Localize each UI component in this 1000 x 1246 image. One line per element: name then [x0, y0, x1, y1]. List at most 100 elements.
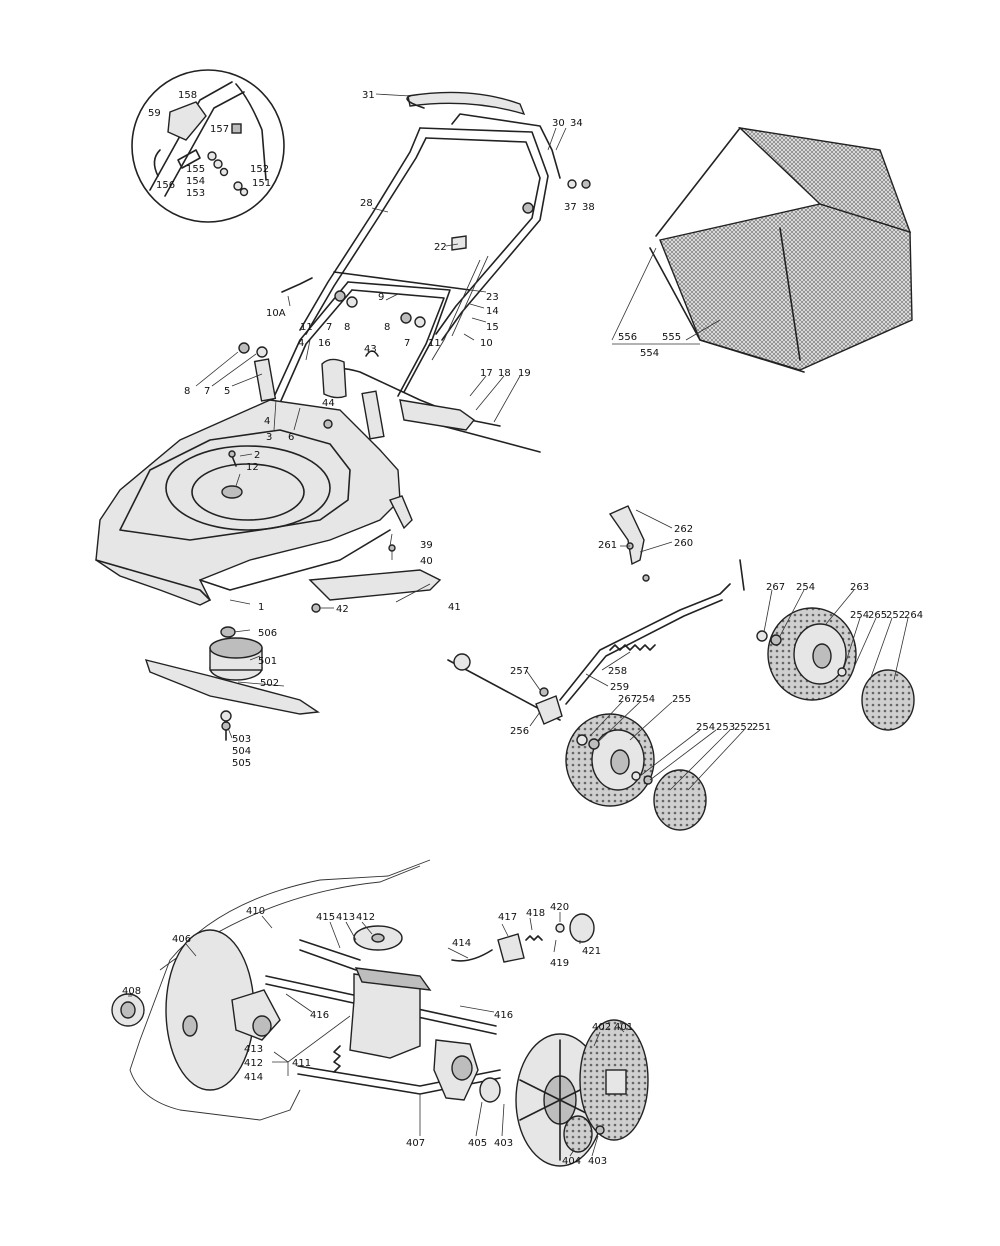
label-30: 30	[552, 118, 565, 129]
wheel-assembly	[447, 505, 915, 831]
label-408: 408	[122, 986, 141, 997]
label-59: 59	[148, 108, 161, 119]
label-254d: 254	[696, 722, 715, 733]
label-261: 261	[598, 540, 617, 551]
label-8a: 8	[344, 322, 350, 333]
label-37: 37	[564, 202, 577, 213]
label-251: 251	[752, 722, 771, 733]
label-411: 411	[292, 1058, 311, 1069]
label-41: 41	[448, 602, 461, 613]
grass-bag	[649, 126, 913, 373]
label-263: 263	[850, 582, 869, 593]
label-262: 262	[674, 524, 693, 535]
label-255: 255	[672, 694, 691, 705]
label-267a: 267	[766, 582, 785, 593]
label-19: 19	[518, 368, 531, 379]
label-401: 401	[614, 1022, 633, 1033]
label-412a: 412	[356, 912, 375, 923]
label-39: 39	[420, 540, 433, 551]
label-42: 42	[336, 604, 349, 615]
label-22: 22	[434, 242, 447, 253]
label-506: 506	[258, 628, 277, 639]
label-1: 1	[258, 602, 264, 613]
label-259: 259	[610, 682, 629, 693]
label-7b: 7	[404, 338, 410, 349]
label-413b: 413	[244, 1044, 263, 1055]
label-157: 157	[210, 124, 229, 135]
label-5: 5	[224, 386, 230, 397]
label-505: 505	[232, 758, 251, 769]
label-151: 151	[252, 178, 271, 189]
label-260: 260	[674, 538, 693, 549]
label-7c: 7	[204, 386, 210, 397]
label-18: 18	[498, 368, 511, 379]
label-410: 410	[246, 906, 265, 917]
handle-assembly	[238, 91, 591, 453]
label-28: 28	[360, 198, 373, 209]
label-11b: 11	[428, 338, 441, 349]
label-254b: 254	[850, 610, 869, 621]
label-413a: 413	[336, 912, 355, 923]
label-258: 258	[608, 666, 627, 677]
label-556: 556	[618, 332, 637, 343]
label-501: 501	[258, 656, 277, 667]
label-414a: 414	[452, 938, 471, 949]
label-414b: 414	[244, 1072, 263, 1083]
label-405: 405	[468, 1138, 487, 1149]
label-264: 264	[904, 610, 923, 621]
label-257: 257	[510, 666, 529, 677]
label-154: 154	[186, 176, 205, 187]
label-253: 253	[716, 722, 735, 733]
label-555: 555	[662, 332, 681, 343]
blade-assembly	[144, 626, 320, 741]
leader-lines	[128, 93, 909, 1157]
label-412b: 412	[244, 1058, 263, 1069]
label-406: 406	[172, 934, 191, 945]
label-404: 404	[562, 1156, 581, 1167]
label-267b: 267	[618, 694, 637, 705]
label-8b: 8	[384, 322, 390, 333]
label-156: 156	[156, 180, 175, 191]
label-155: 155	[186, 164, 205, 175]
label-403b: 403	[588, 1156, 607, 1167]
mower-deck	[95, 399, 442, 613]
label-153: 153	[186, 188, 205, 199]
label-7a: 7	[326, 322, 332, 333]
label-420: 420	[550, 902, 569, 913]
label-402: 402	[592, 1022, 611, 1033]
label-416a: 416	[310, 1010, 329, 1021]
detail-inset	[131, 69, 285, 223]
label-254c: 254	[636, 694, 655, 705]
label-407: 407	[406, 1138, 425, 1149]
label-2: 2	[254, 450, 260, 461]
label-417: 417	[498, 912, 517, 923]
label-10a: 10A	[266, 308, 286, 319]
label-10: 10	[480, 338, 493, 349]
label-14: 14	[486, 306, 499, 317]
part-labels: 158 59 157 155 154 156 153 152 151 31 30…	[122, 90, 923, 1167]
label-43: 43	[364, 344, 377, 355]
label-4a: 4	[298, 338, 304, 349]
label-9: 9	[378, 292, 384, 303]
label-265: 265	[868, 610, 887, 621]
label-31: 31	[362, 90, 375, 101]
label-17: 17	[480, 368, 493, 379]
label-254a: 254	[796, 582, 815, 593]
label-152: 152	[250, 164, 269, 175]
label-416b: 416	[494, 1010, 513, 1021]
label-3: 3	[266, 432, 272, 443]
label-418: 418	[526, 908, 545, 919]
label-158: 158	[178, 90, 197, 101]
label-554: 554	[640, 348, 659, 359]
label-4b: 4	[264, 416, 270, 427]
label-6: 6	[288, 432, 294, 443]
label-502: 502	[260, 678, 279, 689]
label-415: 415	[316, 912, 335, 923]
label-421: 421	[582, 946, 601, 957]
label-44: 44	[322, 398, 335, 409]
label-15: 15	[486, 322, 499, 333]
label-40: 40	[420, 556, 433, 567]
label-403a: 403	[494, 1138, 513, 1149]
label-252a: 252	[886, 610, 905, 621]
